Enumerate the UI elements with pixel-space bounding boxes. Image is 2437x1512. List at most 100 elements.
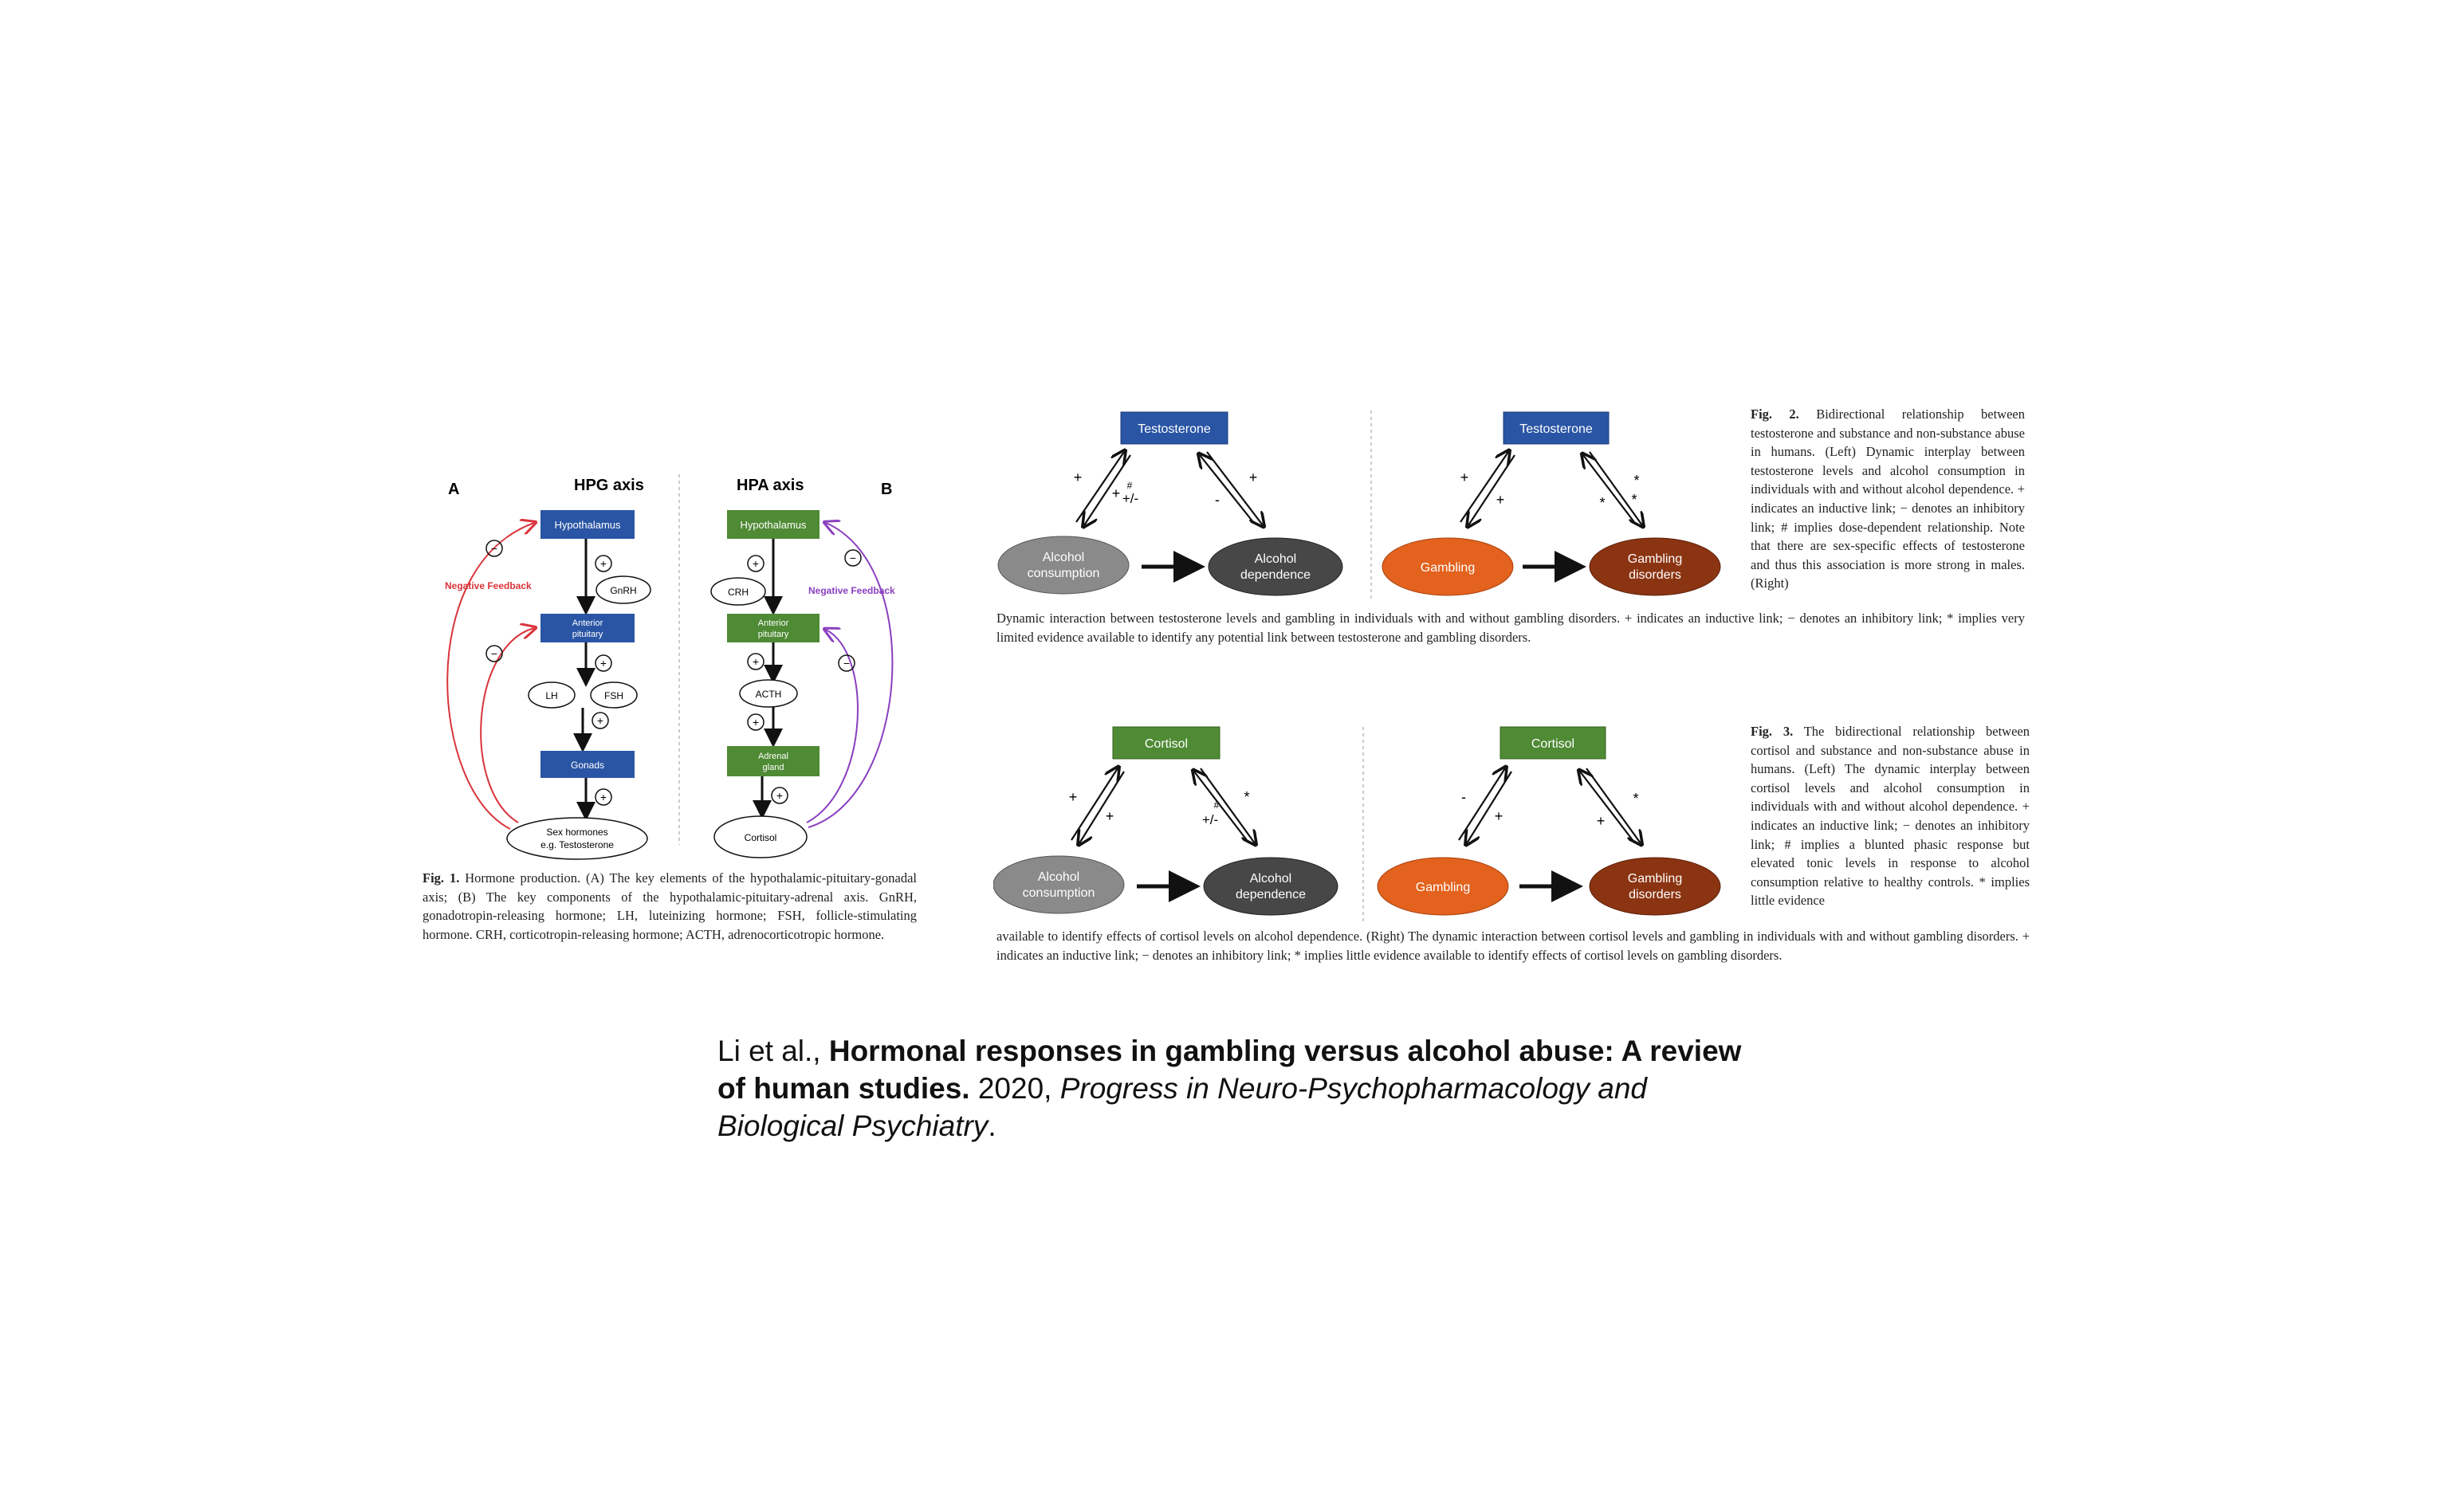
- svg-text:Gonads: Gonads: [571, 760, 604, 771]
- svg-text:Cortisol: Cortisol: [1531, 737, 1574, 751]
- svg-text:disorders: disorders: [1629, 568, 1681, 582]
- hpg-anterior-pituitary-box: [540, 614, 635, 642]
- svg-text:+: +: [1460, 469, 1469, 485]
- fig2-right-testosterone-box: [1503, 411, 1610, 445]
- fig3-caption-side: Fig. 3. The bidirectional relationship b…: [1751, 722, 2030, 910]
- svg-text:gland: gland: [763, 763, 784, 772]
- adrenal-gland-box: [727, 746, 820, 776]
- svg-text:Gambling: Gambling: [1421, 561, 1475, 575]
- svg-text:+: +: [1597, 813, 1606, 829]
- svg-text:#: #: [1127, 480, 1133, 491]
- svg-text:consumption: consumption: [1023, 886, 1095, 900]
- fig2-caption-side-text: Bidirectional relationship between testo…: [1751, 406, 2025, 591]
- fig3-alcohol-consumption-oval: [993, 855, 1125, 914]
- svg-text:*: *: [1631, 492, 1637, 508]
- svg-text:+: +: [1249, 469, 1258, 485]
- svg-text:−: −: [491, 542, 497, 555]
- svg-text:dependence: dependence: [1236, 888, 1306, 901]
- citation-end: .: [988, 1109, 996, 1142]
- svg-text:−: −: [843, 657, 850, 670]
- svg-text:dependence: dependence: [1240, 568, 1311, 582]
- svg-text:+: +: [600, 557, 607, 570]
- fig3-caption-bottom: available to identify effects of cortiso…: [996, 929, 2030, 963]
- cortisol-ellipse: [713, 815, 808, 858]
- svg-text:e.g. Testosterone: e.g. Testosterone: [540, 839, 614, 850]
- hpa-minus-1: [844, 549, 862, 567]
- svg-text:−: −: [850, 552, 856, 564]
- panel-b-label: B: [881, 481, 892, 498]
- svg-text:Cortisol: Cortisol: [1145, 737, 1188, 751]
- hpg-feedback-outer: [446, 523, 534, 830]
- hpg-plus-1: [595, 555, 612, 572]
- svg-text:Gambling: Gambling: [1628, 872, 1682, 886]
- hpg-negative-feedback-label: Negative Feedback: [445, 580, 532, 591]
- svg-text:+: +: [753, 716, 759, 729]
- svg-text:consumption: consumption: [1028, 567, 1100, 580]
- fig1-diagram: A B HPG axis HPA axis Hypothalamus + GnR…: [445, 474, 895, 860]
- svg-text:*: *: [1244, 789, 1249, 805]
- hpg-hypothalamus-label: Hypothalamus: [554, 519, 621, 531]
- hpg-axis: Hypothalamus + GnRH Anterior pituitary +…: [445, 510, 651, 860]
- hpa-feedback-outer: [808, 523, 894, 828]
- svg-text:+: +: [753, 557, 759, 570]
- svg-text:+/-: +/-: [1202, 812, 1218, 827]
- svg-text:Cortisol: Cortisol: [745, 832, 777, 843]
- svg-text:+: +: [776, 789, 783, 802]
- sex-hormones-ellipse: [506, 817, 648, 860]
- svg-text:disorders: disorders: [1629, 888, 1681, 901]
- svg-text:+: +: [600, 657, 607, 670]
- fig2-alcohol-dependence-oval: [1208, 537, 1343, 596]
- hpa-negative-feedback-label: Negative Feedback: [808, 585, 895, 596]
- svg-text:Sex hormones: Sex hormones: [546, 827, 607, 838]
- hpg-minus-1: [485, 540, 503, 557]
- svg-text:Gambling: Gambling: [1416, 881, 1470, 894]
- citation: Li et al., Hormonal responses in gamblin…: [717, 1032, 1754, 1145]
- hpa-plus-3: [747, 713, 765, 731]
- svg-text:-: -: [1215, 492, 1220, 508]
- hpg-feedback-inner: [480, 628, 534, 823]
- svg-text:Alcohol: Alcohol: [1255, 552, 1296, 566]
- svg-text:Gambling: Gambling: [1628, 552, 1682, 566]
- fig3-right-cortisol-box: [1500, 726, 1606, 760]
- svg-text:Anterior: Anterior: [758, 619, 789, 628]
- panel-a-label: A: [448, 481, 459, 498]
- svg-text:ACTH: ACTH: [756, 689, 782, 700]
- fig3-left-cortisol-box: [1112, 726, 1220, 760]
- fig3-caption-side-text: The bidirectional relationship between c…: [1751, 724, 2030, 909]
- svg-text:Hypothalamus: Hypothalamus: [740, 519, 807, 531]
- hpa-anterior-pituitary-box: [727, 614, 820, 642]
- fig2-alcohol-consumption-oval: [997, 536, 1130, 595]
- fig2-caption-bottom: Dynamic interaction between testosterone…: [996, 611, 2025, 645]
- svg-text:FSH: FSH: [604, 690, 623, 701]
- svg-text:+: +: [1112, 485, 1121, 501]
- svg-text:pituitary: pituitary: [572, 630, 603, 639]
- fig3-gambling-oval: [1377, 857, 1509, 916]
- fig2-gambling-oval: [1382, 537, 1514, 596]
- crh-ellipse: [710, 577, 766, 606]
- fig3-gambling-disorders-oval: [1589, 857, 1721, 916]
- fig3-diagram: Cortisol + + # +/- * Alcohol consumption…: [993, 726, 1721, 922]
- svg-text:+/-: +/-: [1122, 491, 1138, 506]
- svg-text:*: *: [1633, 791, 1638, 807]
- svg-text:+: +: [1495, 808, 1503, 824]
- fsh-ellipse: [590, 681, 638, 709]
- svg-text:Alcohol: Alcohol: [1250, 872, 1291, 886]
- hpa-plus-2: [747, 653, 765, 670]
- hpa-axis: Hypothalamus + CRH Anterior pituitary + …: [710, 510, 895, 858]
- svg-text:+: +: [1106, 808, 1114, 824]
- svg-text:+: +: [1069, 789, 1078, 805]
- fig3-alcohol-dependence-oval: [1203, 857, 1338, 916]
- fig1-caption-label: Fig. 1.: [423, 870, 460, 886]
- fig2-left-testosterone-box: [1120, 411, 1228, 445]
- hpa-plus-1: [747, 555, 765, 572]
- svg-text:−: −: [491, 647, 497, 660]
- svg-text:-: -: [1461, 789, 1466, 805]
- fig2-diagram: Testosterone + + # +/- + - Alcohol consu…: [997, 410, 1721, 602]
- svg-text:GnRH: GnRH: [610, 585, 636, 596]
- svg-text:*: *: [1599, 495, 1605, 511]
- fig2-gambling-disorders-oval: [1589, 537, 1721, 596]
- svg-text:+: +: [1496, 492, 1505, 508]
- acth-ellipse: [739, 679, 798, 708]
- svg-text:Testosterone: Testosterone: [1138, 422, 1211, 436]
- svg-text:Adrenal: Adrenal: [758, 752, 788, 761]
